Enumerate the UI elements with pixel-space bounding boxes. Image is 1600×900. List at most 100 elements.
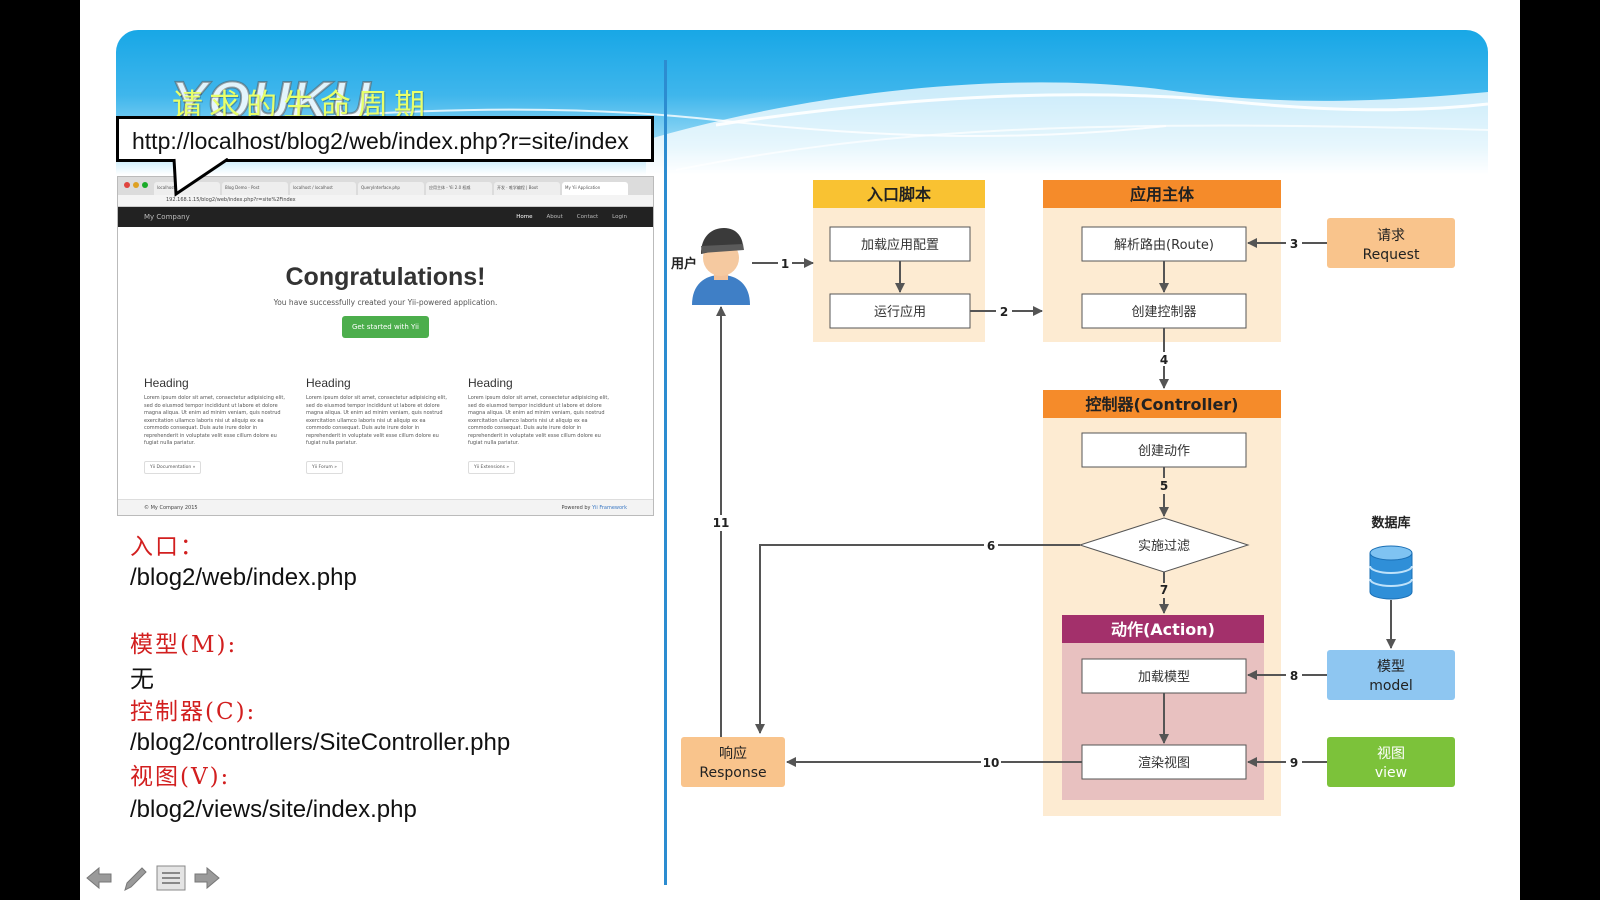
footer-powered: Powered by Yii Framework (562, 505, 628, 515)
controller-header (1043, 390, 1281, 418)
menu-icon[interactable] (156, 864, 186, 892)
load-config-box (829, 226, 971, 262)
footer-copyright: © My Company 2015 (144, 505, 198, 511)
create-action-text: 创建动作 (1138, 444, 1190, 459)
view-box (1327, 737, 1455, 787)
site-navbar: My Company Home About Contact Login (118, 207, 653, 227)
load-model-text: 加载模型 (1138, 670, 1190, 685)
browser-tab[interactable]: 应用主体 - Yii 2.0 权威 (426, 182, 492, 195)
action-title: 动作(Action) (1111, 620, 1215, 639)
close-dot-icon (124, 182, 130, 188)
step-10: 10 (983, 756, 1000, 770)
filter-text: 实施过滤 (1138, 539, 1190, 554)
content-columns: Heading Lorem ipsum dolor sit amet, cons… (118, 338, 653, 474)
step-1: 1 (781, 257, 789, 271)
application-header (1043, 180, 1281, 208)
nav-about[interactable]: About (546, 214, 563, 220)
render-view-text: 渲染视图 (1138, 756, 1190, 771)
step-2: 2 (1000, 305, 1008, 319)
response-line1: 响应 (719, 745, 747, 762)
content-column: Heading Lorem ipsum dolor sit amet, cons… (144, 376, 290, 474)
slide-nav (84, 864, 222, 894)
load-model-box (1081, 658, 1247, 694)
step-6: 6 (987, 539, 995, 553)
request-line1: 请求 (1377, 228, 1405, 244)
content-column: Heading Lorem ipsum dolor sit amet, cons… (306, 376, 452, 474)
vertical-divider (664, 60, 667, 885)
step-8: 8 (1290, 669, 1298, 683)
hero-lead: You have successfully created your Yii-p… (273, 298, 498, 307)
arrow-6b (755, 544, 984, 734)
request-line2: Request (1363, 247, 1420, 263)
create-controller-box (1081, 293, 1247, 329)
browser-tabs: localhost Blog Demo - Post localhost / l… (118, 177, 653, 195)
column-link-button[interactable]: Yii Forum » (306, 461, 343, 474)
model-label: 模型(M): (130, 632, 238, 658)
browser-tab[interactable]: Blog Demo - Post (222, 182, 288, 195)
column-heading: Heading (306, 376, 351, 390)
step-3: 3 (1290, 237, 1298, 251)
browser-screenshot: localhost Blog Demo - Post localhost / l… (117, 176, 654, 516)
model-line2: model (1369, 678, 1413, 694)
user-icon (692, 228, 750, 305)
create-controller-text: 创建控制器 (1131, 305, 1196, 320)
minimize-dot-icon (133, 182, 139, 188)
browser-tab[interactable]: QueryInterface.php (358, 182, 424, 195)
maximize-dot-icon (142, 182, 148, 188)
parse-route-box (1081, 226, 1247, 262)
entry-script-title: 入口脚本 (867, 185, 931, 204)
callout-tail (172, 158, 229, 197)
get-started-button[interactable]: Get started with Yii (342, 316, 429, 338)
arrow-left-icon[interactable] (84, 864, 114, 892)
load-config-text: 加载应用配置 (861, 237, 939, 253)
view-path: /blog2/views/site/index.php (130, 796, 417, 823)
browser-tab[interactable]: 开发 · 唯学编程 | Boot (494, 182, 560, 195)
application-title: 应用主体 (1130, 185, 1195, 204)
site-brand[interactable]: My Company (144, 213, 190, 221)
parse-route-text: 解析路由(Route) (1114, 237, 1214, 253)
pen-icon[interactable] (120, 864, 150, 892)
site-footer: © My Company 2015 Powered by Yii Framewo… (118, 499, 653, 515)
browser-tab[interactable]: localhost (154, 182, 220, 195)
arrow-right-icon[interactable] (192, 864, 222, 892)
database-label: 数据库 (1371, 515, 1410, 531)
browser-tab[interactable]: localhost / localhost (290, 182, 356, 195)
view-label: 视图(V): (130, 764, 231, 790)
browser-address-bar[interactable]: 192.168.1.15/blog2/web/index.php?r=site%… (118, 195, 653, 207)
controller-path: /blog2/controllers/SiteController.php (130, 729, 511, 756)
step-11: 11 (713, 516, 730, 530)
response-line2: Response (699, 765, 766, 781)
request-box (1327, 218, 1455, 268)
nav-contact[interactable]: Contact (576, 214, 599, 220)
user-label: 用户 (670, 256, 697, 272)
nav-home[interactable]: Home (516, 214, 533, 220)
column-link-button[interactable]: Yii Extensions » (468, 461, 516, 474)
hero-title: Congratulations! (285, 263, 486, 291)
url-callout: http://localhost/blog2/web/index.php?r=s… (116, 116, 654, 162)
run-app-text: 运行应用 (874, 304, 926, 320)
browser-tab-active[interactable]: My Yii Application (562, 182, 628, 195)
column-heading: Heading (468, 376, 513, 390)
step-9: 9 (1290, 756, 1298, 770)
step-5: 5 (1160, 479, 1168, 493)
footer-yii-link[interactable]: Yii Framework (592, 505, 627, 511)
entry-script-header (813, 180, 985, 208)
response-box (681, 737, 785, 787)
view-line1: 视图 (1377, 746, 1405, 762)
lifecycle-diagram: 入口脚本 应用主体 控制器(Controller) 动作(Action) 加载应… (670, 180, 1455, 816)
hero: Congratulations! You have successfully c… (118, 227, 653, 338)
controller-label: 控制器(C): (130, 699, 257, 725)
step-4: 4 (1160, 353, 1168, 367)
model-value: 无 (130, 665, 154, 693)
column-link-button[interactable]: Yii Documentation » (144, 461, 202, 474)
entry-label: 入口： (130, 534, 205, 560)
model-line1: 模型 (1377, 659, 1405, 675)
controller-title: 控制器(Controller) (1086, 395, 1239, 414)
step-7: 7 (1160, 583, 1168, 597)
model-box (1327, 650, 1455, 700)
column-text: Lorem ipsum dolor sit amet, consectetur … (306, 395, 447, 446)
create-action-box (1081, 432, 1247, 468)
banner-waves (116, 82, 1488, 175)
column-text: Lorem ipsum dolor sit amet, consectetur … (144, 395, 285, 446)
nav-login[interactable]: Login (612, 214, 627, 220)
